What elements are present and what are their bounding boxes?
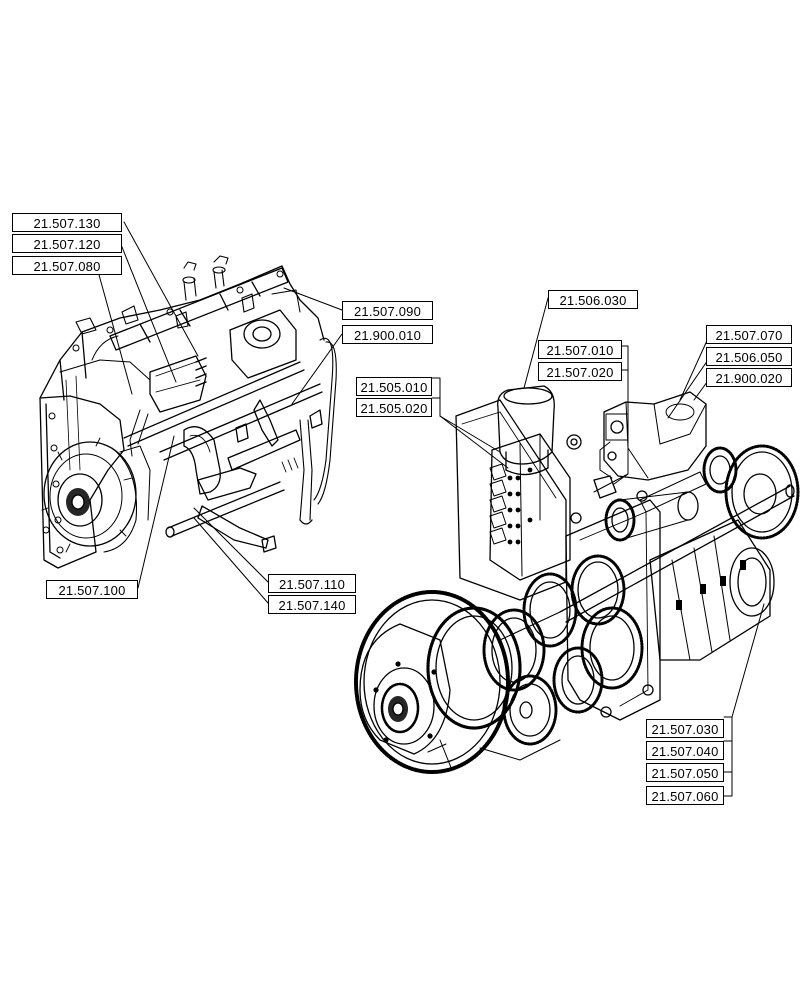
- callout-21-507-120[interactable]: 21.507.120: [12, 234, 122, 253]
- callout-21-900-020[interactable]: 21.900.020: [706, 368, 792, 387]
- callout-21-505-020[interactable]: 21.505.020: [356, 398, 432, 417]
- callout-21-507-080[interactable]: 21.507.080: [12, 256, 122, 275]
- callout-21-507-130[interactable]: 21.507.130: [12, 213, 122, 232]
- callout-21-507-110[interactable]: 21.507.110: [268, 574, 356, 593]
- callout-21-506-030[interactable]: 21.506.030: [548, 290, 638, 309]
- callout-21-507-100[interactable]: 21.507.100: [46, 580, 138, 599]
- shift-housing-assembly: [39, 255, 337, 569]
- callout-21-507-060[interactable]: 21.507.060: [646, 786, 724, 805]
- callout-21-507-070[interactable]: 21.507.070: [706, 325, 792, 344]
- callout-21-507-020[interactable]: 21.507.020: [538, 362, 622, 381]
- callout-21-507-140[interactable]: 21.507.140: [268, 595, 356, 614]
- callout-21-507-040[interactable]: 21.507.040: [646, 741, 724, 760]
- callout-21-505-010[interactable]: 21.505.010: [356, 377, 432, 396]
- callout-21-507-050[interactable]: 21.507.050: [646, 763, 724, 782]
- callout-21-900-010[interactable]: 21.900.010: [342, 325, 433, 344]
- leader-lines: [95, 221, 765, 797]
- callout-21-507-010[interactable]: 21.507.010: [538, 340, 622, 359]
- gearbox-assembly: [354, 385, 800, 774]
- callout-21-507-090[interactable]: 21.507.090: [342, 301, 433, 320]
- callout-21-506-050[interactable]: 21.506.050: [706, 347, 792, 366]
- callout-21-507-030[interactable]: 21.507.030: [646, 719, 724, 738]
